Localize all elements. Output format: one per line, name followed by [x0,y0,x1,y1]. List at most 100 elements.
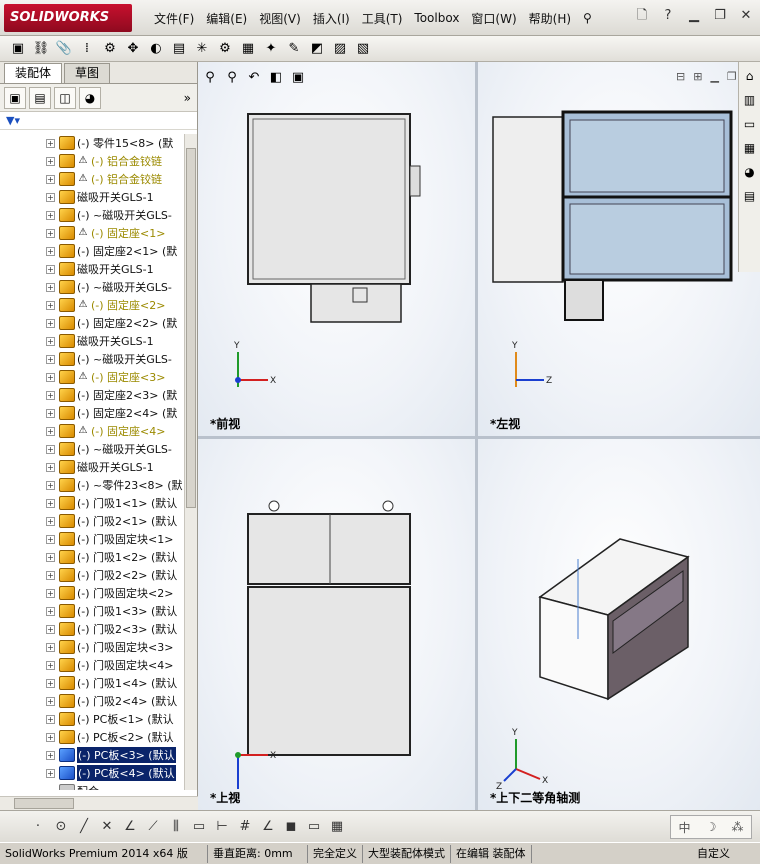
tree-item[interactable]: +(-) 门吸2<1> (默认 [0,512,184,530]
viewport-restore-icon[interactable]: ❐ [726,70,737,83]
expand-toggle-icon[interactable]: + [46,552,55,562]
expand-toggle-icon[interactable]: + [46,714,55,724]
expand-toggle-icon[interactable]: + [46,516,55,526]
expand-toggle-icon[interactable]: + [46,354,55,364]
expand-toggle-icon[interactable]: + [46,318,55,328]
tree-item[interactable]: +磁吸开关GLS-1 [0,188,184,206]
menu-tools[interactable]: 工具(T) [361,11,403,26]
tile-icon[interactable]: ▦ [330,819,344,834]
display-manager-icon[interactable]: ◕ [79,86,101,109]
expand-toggle-icon[interactable]: + [46,606,55,616]
new-document-icon[interactable]: 🗋 [636,8,648,23]
expand-toggle-icon[interactable]: + [46,210,55,220]
expand-toggle-icon[interactable]: + [46,444,55,454]
tree-item[interactable]: +(-) 门吸1<3> (默认 [0,602,184,620]
tree-item[interactable]: +(-) 门吸固定块<3> [0,638,184,656]
graphics-area[interactable]: ⚲ ⚲ ↶ ◧ ▣ Y X *前视 ⊟ ⊞ ▁ ❐ ✕ [198,62,760,810]
help-icon[interactable]: ? [664,8,672,23]
expand-toggle-icon[interactable]: + [46,192,55,202]
property-manager-icon[interactable]: ▤ [29,86,51,109]
new-motion-study-icon[interactable]: ⚙ [219,41,231,56]
expand-panel-icon[interactable]: » [183,90,191,105]
ime-indicator[interactable]: 中☽⁂ [670,815,752,839]
tree-item[interactable]: +(-) 门吸2<4> (默认 [0,692,184,710]
viewport-minimize-icon[interactable]: ▁ [710,70,719,83]
smart-dimension-icon[interactable]: ⊢ [216,819,228,834]
expand-toggle-icon[interactable]: + [46,372,55,382]
expand-toggle-icon[interactable]: + [46,156,55,166]
menu-view[interactable]: 视图(V) [259,11,301,26]
point-icon[interactable]: · [35,819,41,834]
tree-item[interactable]: +(-) 零件15<8> (默 [0,134,184,152]
tree-item[interactable]: +⚠(-) 固定座<3> [0,368,184,386]
pin-icon[interactable]: ⚲ [583,11,592,25]
grid-icon[interactable]: # [239,819,251,834]
configuration-manager-icon[interactable]: ◫ [54,86,76,109]
expand-toggle-icon[interactable]: + [46,138,55,148]
assembly-features-icon[interactable]: ▤ [172,41,186,56]
tree-item[interactable]: +(-) PC板<2> (默认 [0,728,184,746]
mirror-icon[interactable]: ⫼ [173,819,179,834]
expand-toggle-icon[interactable]: + [46,408,55,418]
display-icon[interactable]: ▭ [307,819,321,834]
viewport-divider-horizontal[interactable] [198,436,760,439]
menu-insert[interactable]: 插入(I) [312,11,350,26]
offset-icon[interactable]: ⟋ [148,819,158,834]
expand-toggle-icon[interactable]: + [46,732,55,742]
viewport-top[interactable]: Z X *上视 [198,439,475,810]
tree-item[interactable]: +(-) 门吸2<3> (默认 [0,620,184,638]
bom-icon[interactable]: ▦ [241,41,255,56]
expand-toggle-icon[interactable]: + [46,570,55,580]
interference-icon[interactable]: ◩ [310,41,324,56]
move-component-icon[interactable]: ✥ [127,41,139,56]
tree-item[interactable]: +配合 [0,782,184,790]
expand-toggle-icon[interactable]: + [46,696,55,706]
tab-sketch[interactable]: 草图 [64,63,111,83]
expand-toggle-icon[interactable]: + [46,588,55,598]
tree-item[interactable]: +⚠(-) 固定座<2> [0,296,184,314]
tree-item[interactable]: +(-) 门吸2<2> (默认 [0,566,184,584]
tree-item[interactable]: +磁吸开关GLS-1 [0,260,184,278]
home-icon[interactable]: ⌂ [745,69,754,83]
exploded-view-icon[interactable]: ✦ [265,41,277,56]
tree-item[interactable]: +(-) 固定座2<4> (默 [0,404,184,422]
tree-item[interactable]: +磁吸开关GLS-1 [0,458,184,476]
rectangle-icon[interactable]: ▭ [192,819,206,834]
mate-icon[interactable]: ⛓ [32,41,50,56]
menu-edit[interactable]: 编辑(E) [206,11,248,26]
design-library-icon[interactable]: ▥ [743,93,756,107]
tree-item[interactable]: +(-) ~磁吸开关GLS- [0,350,184,368]
angle-icon[interactable]: ∠ [262,819,274,834]
expand-toggle-icon[interactable]: + [46,336,55,346]
menu-toolbox[interactable]: Toolbox [414,11,460,25]
tree-item[interactable]: +(-) ~磁吸开关GLS- [0,278,184,296]
tree-item[interactable]: +(-) 门吸固定块<1> [0,530,184,548]
file-explorer-icon[interactable]: ▭ [743,117,756,131]
tree-item[interactable]: +(-) 门吸1<1> (默认 [0,494,184,512]
tree-item[interactable]: +(-) ~磁吸开关GLS- [0,206,184,224]
expand-toggle-icon[interactable]: + [46,390,55,400]
large-assembly-icon[interactable]: ▧ [356,41,370,56]
view-orientation-icon[interactable]: ▣ [291,69,305,85]
viewport-left[interactable]: ⊟ ⊞ ▁ ❐ ✕ Y Z *左视 [478,62,760,436]
expand-toggle-icon[interactable]: + [46,534,55,544]
tree-item[interactable]: +⚠(-) 铝合金铰链 [0,152,184,170]
shaded-icon[interactable]: ◼ [285,819,297,834]
tree-item[interactable]: +(-) 门吸固定块<2> [0,584,184,602]
zoom-to-fit-icon[interactable]: ⚲ [205,69,215,85]
previous-view-icon[interactable]: ↶ [248,69,260,85]
smart-fastener-icon[interactable]: ⚙ [104,41,116,56]
menu-window[interactable]: 窗口(W) [471,11,517,26]
trim-icon[interactable]: ✕ [101,819,113,834]
tree-item[interactable]: +(-) PC板<1> (默认 [0,710,184,728]
expand-toggle-icon[interactable]: + [46,642,55,652]
expand-toggle-icon[interactable]: + [46,768,55,778]
circle-icon[interactable]: ⊙ [55,819,67,834]
expand-toggle-icon[interactable]: + [46,462,55,472]
tab-assembly[interactable]: 装配体 [4,63,63,83]
expand-toggle-icon[interactable]: + [46,174,55,184]
pattern-icon[interactable]: ⁞ [84,41,90,56]
section-view-icon[interactable]: ◧ [269,69,283,85]
appearances-icon[interactable]: ◕ [744,165,755,179]
custom-properties-icon[interactable]: ▤ [743,189,756,203]
